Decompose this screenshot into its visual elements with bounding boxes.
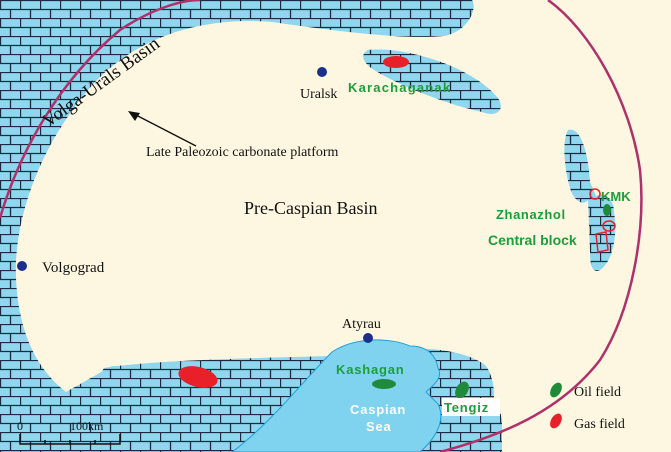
field-label-karachaganak: Karachaganak: [348, 80, 451, 95]
oil-field-kashagan: [372, 379, 396, 389]
tengiz-label-bg: [442, 398, 500, 416]
platform-arrow: [133, 113, 197, 147]
oil-field-tengiz: [455, 381, 469, 399]
oil-field-zhanazhol: [603, 204, 611, 216]
carbonate-eastern-strip: [564, 129, 616, 271]
scale-bar: [19, 434, 121, 445]
city-dot-uralsk: [317, 67, 327, 77]
field-label-central-block: Central block: [488, 232, 577, 248]
gas-field-zhanazhol: [602, 220, 616, 232]
legend-oil-icon: [550, 382, 562, 398]
gas-field-central-block: [595, 231, 609, 253]
pre-caspian-label: Pre-Caspian Basin: [244, 198, 377, 218]
city-dot-volgograd: [17, 261, 27, 271]
gas-field-kmk: [589, 188, 601, 200]
field-label-zhanazhol: Zhanazhol: [496, 207, 566, 222]
city-label-volgograd: Volgograd: [42, 260, 105, 276]
legend-gas-label: Gas field: [574, 417, 625, 432]
caspian-sea: [231, 339, 442, 452]
platform-label: Late Paleozoic carbonate platform: [146, 145, 339, 160]
sea-label-line1: Caspian: [350, 402, 406, 417]
field-label-kmk: KMK: [601, 189, 631, 204]
basin-boundary-east: [439, 0, 643, 452]
gas-field-southwest: [178, 366, 218, 388]
scale-start-label: 0: [17, 419, 23, 433]
gas-field-karachaganak: [383, 56, 409, 68]
basin-boundary-line: [0, 0, 201, 219]
sea-label-line2: Sea: [366, 419, 392, 434]
scale-end-label: 100km: [70, 419, 104, 433]
platform-arrowhead: [128, 111, 140, 121]
field-label-kashagan: Kashagan: [336, 362, 405, 377]
city-dot-atyrau: [363, 333, 373, 343]
field-label-tengiz: Tengiz: [444, 400, 489, 415]
legend-gas-icon: [550, 413, 562, 429]
legend-oil-label: Oil field: [574, 385, 621, 400]
city-label-atyrau: Atyrau: [342, 317, 381, 332]
city-label-uralsk: Uralsk: [300, 87, 337, 102]
